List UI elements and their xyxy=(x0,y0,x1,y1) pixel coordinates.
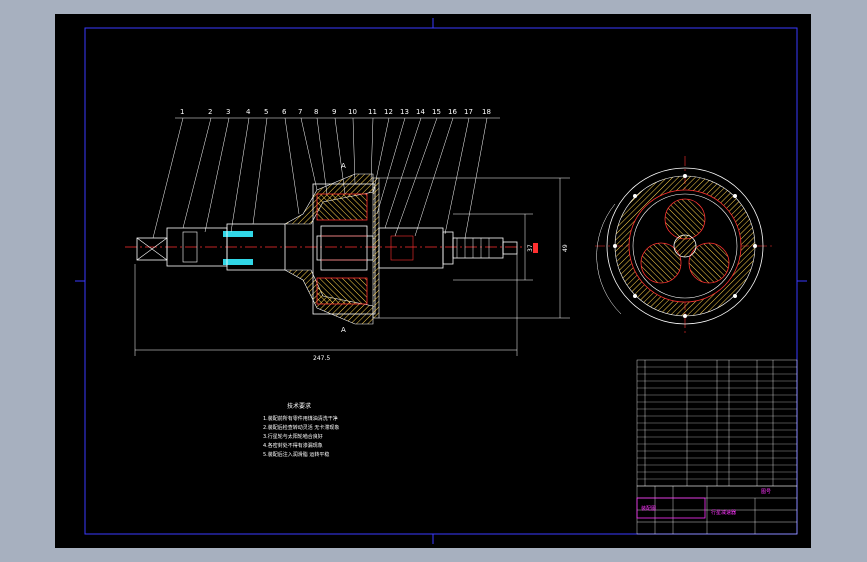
part-number-10: 10 xyxy=(348,108,357,116)
part-number-5: 5 xyxy=(264,108,268,116)
drawing-sheet: 1 2 3 4 5 6 7 8 9 10 11 12 13 14 15 16 1… xyxy=(55,14,811,548)
cad-drawing: 1 2 3 4 5 6 7 8 9 10 11 12 13 14 15 16 1… xyxy=(75,18,807,544)
assembly-section-view xyxy=(125,173,538,325)
part-number-3: 3 xyxy=(226,108,230,116)
part-number-4: 4 xyxy=(246,108,251,116)
part-leaders xyxy=(152,117,500,239)
tech-req-line-5: 5.装配后注入润滑脂 运转平稳 xyxy=(263,451,329,458)
technical-requirements: 技术要求 1.装配前所有零件用煤油清洗干净 2.装配后检查转动灵活 无卡滞现象 … xyxy=(263,402,339,458)
part-number-7: 7 xyxy=(298,108,302,116)
part-number-9: 9 xyxy=(332,108,336,116)
tech-req-line-2: 2.装配后检查转动灵活 无卡滞现象 xyxy=(263,424,339,431)
part-number-13: 13 xyxy=(400,108,409,116)
part-number-11: 11 xyxy=(368,108,377,116)
section-mark-top: A xyxy=(341,162,346,170)
part-number-1: 1 xyxy=(180,108,184,116)
title-block-text-2: 行星减速器 xyxy=(711,509,736,516)
title-block-text-3: 图号 xyxy=(761,489,771,495)
part-number-6: 6 xyxy=(282,108,287,116)
dim-vertical-1: 37 xyxy=(527,244,534,252)
parts-list-rows xyxy=(637,366,797,480)
part-numbers: 1 2 3 4 5 6 7 8 9 10 11 12 13 14 15 16 1… xyxy=(180,108,491,116)
tech-req-line-3: 3.行星轮与太阳轮啮合良好 xyxy=(263,433,323,440)
title-block-text-1: 装配图 xyxy=(641,505,656,512)
border-ticks xyxy=(75,18,807,544)
tech-req-line-1: 1.装配前所有零件用煤油清洗干净 xyxy=(263,415,338,422)
dimensions xyxy=(134,177,570,356)
section-mark-bottom: A xyxy=(341,326,346,334)
part-number-14: 14 xyxy=(416,108,425,116)
side-section-view xyxy=(595,156,775,336)
part-number-18: 18 xyxy=(482,108,491,116)
part-number-15: 15 xyxy=(432,108,441,116)
part-number-16: 16 xyxy=(448,108,457,116)
tech-req-title: 技术要求 xyxy=(287,402,311,410)
tech-req-line-4: 4.各密封处不得有渗漏现象 xyxy=(263,442,323,449)
dim-vertical-2: 49 xyxy=(562,244,569,252)
part-number-12: 12 xyxy=(384,108,393,116)
part-number-17: 17 xyxy=(464,108,473,116)
dim-overall-length: 247.5 xyxy=(313,355,330,362)
part-number-8: 8 xyxy=(314,108,318,116)
part-number-2: 2 xyxy=(208,108,212,116)
